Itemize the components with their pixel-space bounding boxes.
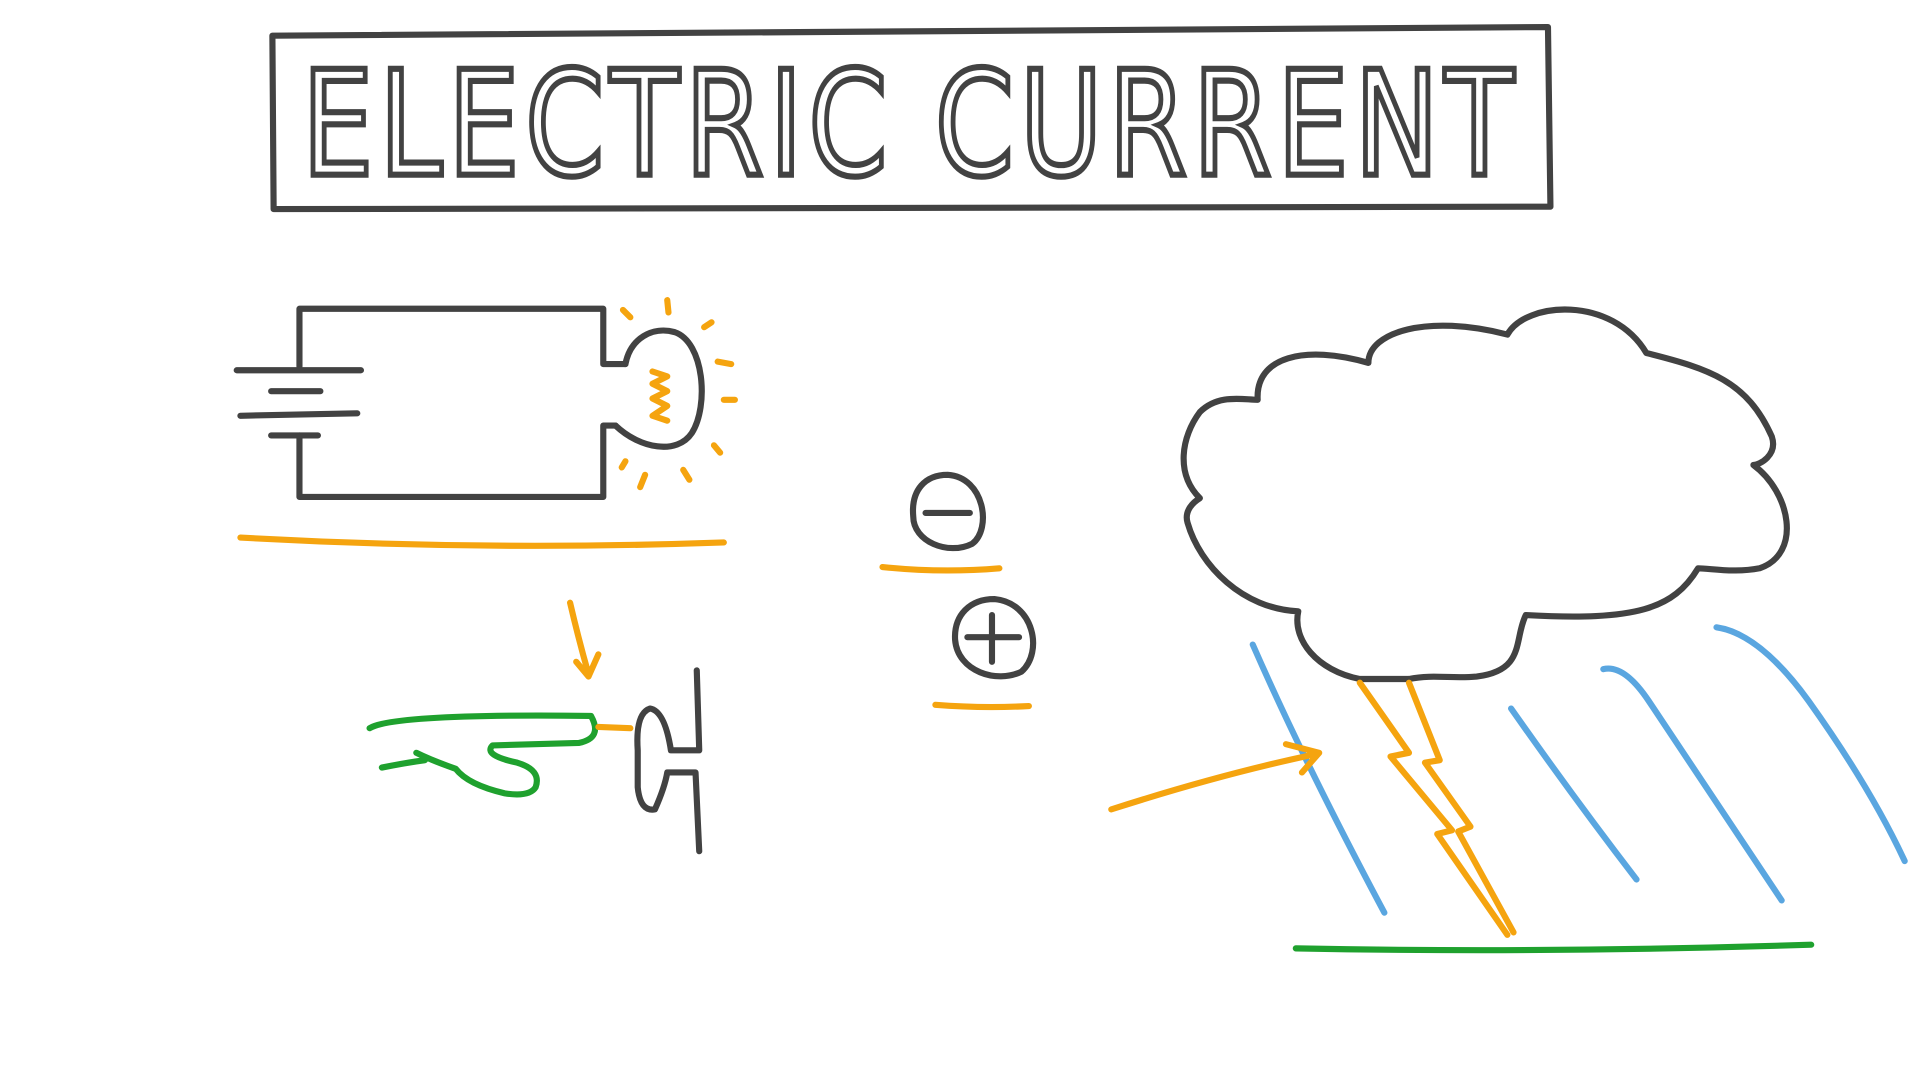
title-banner: ELECTRIC CURRENT bbox=[269, 23, 1554, 213]
light-bulb-icon bbox=[612, 297, 738, 491]
storm-cloud-icon bbox=[1180, 306, 1790, 683]
underline-circuit bbox=[237, 534, 727, 549]
lightning-icon bbox=[1356, 679, 1517, 938]
ground-line bbox=[1292, 941, 1815, 954]
negative-charge-icon bbox=[909, 471, 986, 552]
positive-charge-icon bbox=[952, 595, 1037, 680]
rain-icon bbox=[1249, 624, 1908, 916]
underline-negative bbox=[879, 563, 1003, 574]
page-title: ELECTRIC CURRENT bbox=[302, 41, 1520, 210]
static-shock-hand-icon bbox=[366, 599, 703, 855]
battery-circuit-icon bbox=[233, 305, 629, 501]
underline-positive bbox=[932, 701, 1032, 711]
arrow-to-rain bbox=[1108, 741, 1323, 813]
